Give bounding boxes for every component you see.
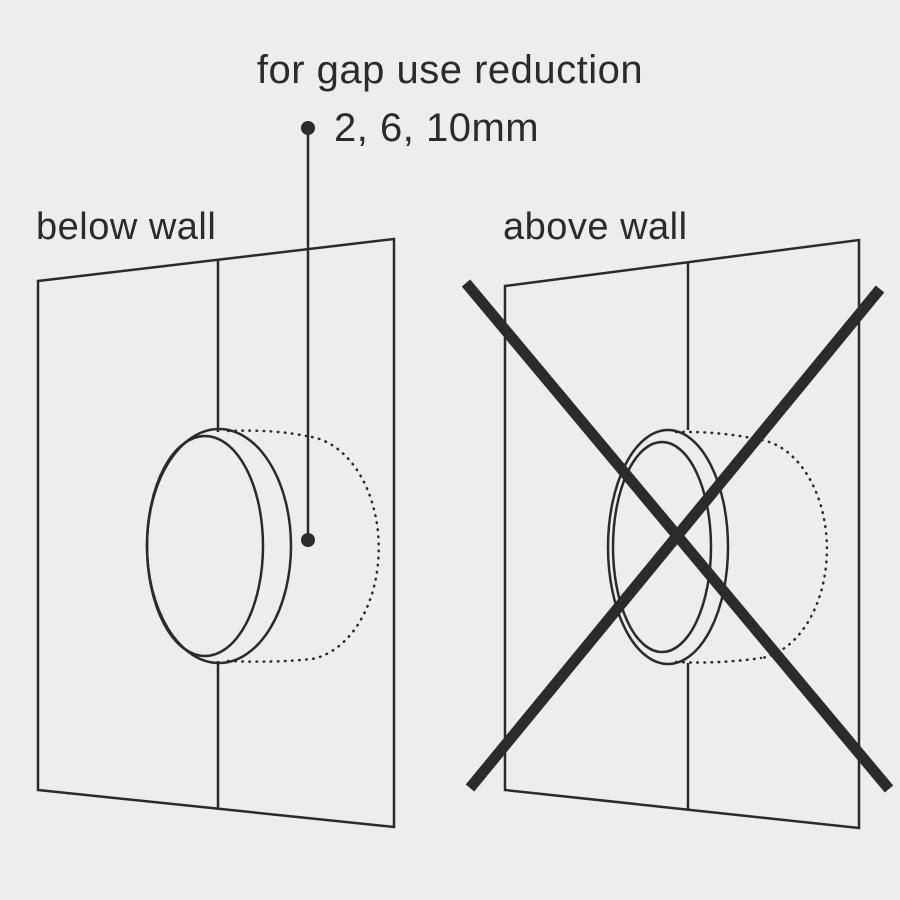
left-socket-front-face: [145, 434, 265, 658]
above-wall-diagram: [461, 238, 894, 830]
left-socket-outer-ring: [145, 427, 293, 665]
right-socket-outer-ring: [606, 428, 730, 666]
annotation-start-dot: [301, 121, 315, 135]
left-reduction-dotted-top: [226, 429, 313, 439]
right-reduction-dotted-bottom: [674, 656, 763, 664]
right-socket-front-face: [611, 440, 713, 654]
right-wall-panel: [503, 238, 861, 830]
right-reduction-dotted-arc: [760, 438, 829, 660]
left-reduction-dotted-arc: [310, 435, 380, 661]
below-wall-label: below wall: [36, 206, 217, 248]
left-reduction-dotted-bottom: [226, 657, 313, 663]
above-wall-label: above wall: [503, 206, 688, 248]
below-wall-diagram: [36, 237, 396, 829]
cross-out-line-2: [465, 285, 885, 792]
left-wall-panel: [36, 237, 396, 829]
gap-reduction-title: for gap use reduction: [256, 48, 644, 92]
annotation-end-dot: [301, 533, 315, 547]
reduction-sizes-label: 2, 6, 10mm: [334, 106, 540, 150]
